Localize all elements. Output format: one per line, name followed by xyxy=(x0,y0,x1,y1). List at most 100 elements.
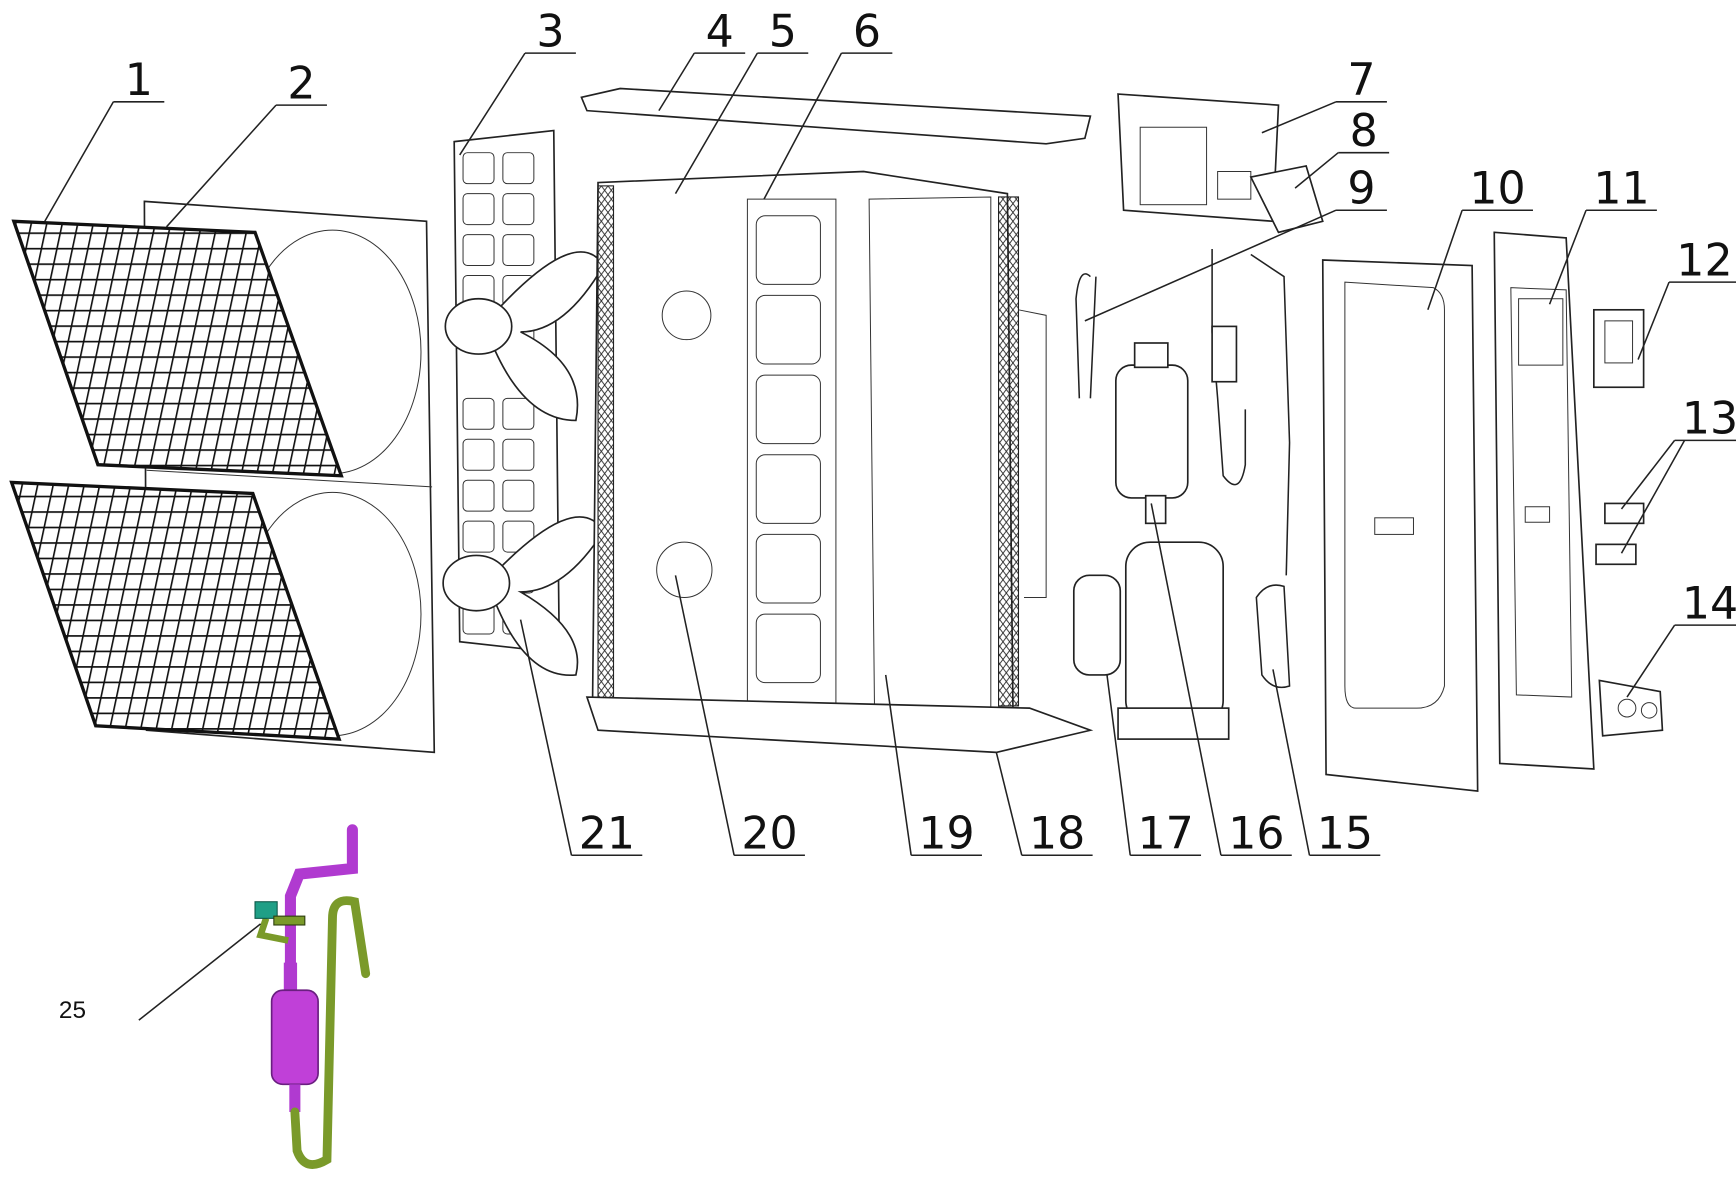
leader-line xyxy=(1084,209,1337,322)
leader-line xyxy=(1626,624,1676,698)
handle-cover xyxy=(1592,308,1645,389)
callout-number: 11 xyxy=(1593,164,1649,215)
callout-number: 6 xyxy=(853,6,881,57)
four-way-valve-pipe-assembly xyxy=(254,824,371,1169)
axial-fan-lower xyxy=(442,516,605,676)
callout-1: 1 xyxy=(44,55,165,222)
callout-14: 14 xyxy=(1626,579,1736,698)
stop-valves xyxy=(1598,679,1664,737)
frame-opening xyxy=(755,215,821,285)
top-cover xyxy=(580,87,1092,145)
callout-8: 8 xyxy=(1294,106,1390,189)
partition-cell xyxy=(502,152,535,185)
callout-number: 2 xyxy=(287,58,315,109)
leader-line xyxy=(1620,439,1676,510)
small-handles xyxy=(1595,502,1645,566)
callout-number: 18 xyxy=(1029,809,1085,860)
callout-number: 8 xyxy=(1350,106,1378,157)
callout-number: 15 xyxy=(1317,809,1373,860)
compressor xyxy=(1117,541,1230,740)
leader-line xyxy=(44,101,115,222)
frame-opening xyxy=(755,374,821,445)
callout-number: 7 xyxy=(1347,55,1375,106)
leader-line xyxy=(1272,669,1311,856)
partition-cell xyxy=(462,479,495,512)
leader-line xyxy=(1637,281,1670,360)
callout-21: 21 xyxy=(519,619,643,860)
electric-control-box xyxy=(1117,93,1324,234)
liquid-receiver xyxy=(1072,574,1122,676)
partition-cell xyxy=(462,438,495,471)
rear-side-panel xyxy=(1493,231,1595,770)
partition-cell xyxy=(502,438,535,471)
cabinet-frame xyxy=(585,170,1094,754)
leader-line xyxy=(165,104,277,228)
callout-25: 25 xyxy=(59,923,262,1024)
partition-cell xyxy=(462,193,495,226)
callout-7: 7 xyxy=(1261,55,1387,134)
partition-cell xyxy=(502,397,535,430)
callout-number: 20 xyxy=(741,809,797,860)
callout-13: 13 xyxy=(1620,394,1736,510)
pipe-assembly xyxy=(1075,248,1291,689)
callout-4: 4 xyxy=(658,6,746,112)
callout-number: 19 xyxy=(918,809,974,860)
partition-cell xyxy=(502,193,535,226)
callout-number: 12 xyxy=(1676,236,1732,287)
frame-opening xyxy=(755,613,821,684)
partition-cell xyxy=(462,234,495,267)
callout-number: 4 xyxy=(706,6,734,57)
partition-cell xyxy=(462,520,495,553)
leader-line xyxy=(1261,101,1337,134)
callout-number: 14 xyxy=(1682,579,1736,630)
callout-number: 16 xyxy=(1228,809,1284,860)
callout-number: 9 xyxy=(1347,164,1375,215)
callout-number: 17 xyxy=(1137,809,1193,860)
callout-number: 25 xyxy=(59,997,86,1024)
right-side-panel xyxy=(1321,259,1479,793)
leader-line xyxy=(1620,439,1686,554)
leader-line xyxy=(674,52,759,195)
front-grille-lower xyxy=(9,480,342,741)
callout-number: 21 xyxy=(579,809,635,860)
accumulator xyxy=(1115,342,1189,525)
callout-19: 19 xyxy=(884,674,982,860)
callout-3: 3 xyxy=(459,6,576,156)
callout-2: 2 xyxy=(165,58,327,228)
callout-number: 13 xyxy=(1682,394,1736,445)
callout-15: 15 xyxy=(1272,669,1381,860)
frame-opening xyxy=(755,454,821,524)
callout-12: 12 xyxy=(1637,236,1736,360)
leader-line xyxy=(1294,152,1339,189)
callout-11: 11 xyxy=(1548,164,1657,305)
callout-number: 5 xyxy=(769,6,797,57)
leader-line xyxy=(1548,209,1587,305)
leader-line xyxy=(658,52,695,112)
partition-cell xyxy=(502,479,535,512)
partition-cell xyxy=(502,234,535,267)
leader-line xyxy=(674,575,735,856)
frame-opening xyxy=(755,294,821,365)
leader-line xyxy=(1150,503,1222,856)
partition-cell xyxy=(462,152,495,185)
frame-opening xyxy=(755,533,821,604)
leader-line xyxy=(138,923,262,1021)
callout-6: 6 xyxy=(763,6,893,200)
callout-20: 20 xyxy=(674,575,805,860)
leader-line xyxy=(519,619,573,856)
leader-line xyxy=(884,674,912,856)
callout-18: 18 xyxy=(995,752,1093,860)
leader-line xyxy=(763,52,843,200)
callout-5: 5 xyxy=(674,6,809,195)
callout-number: 10 xyxy=(1469,164,1525,215)
partition-cell xyxy=(462,397,495,430)
leader-line xyxy=(995,752,1023,856)
axial-fan-upper xyxy=(444,251,605,422)
front-grille-upper xyxy=(11,219,344,478)
leader-line xyxy=(459,52,526,156)
callout-17: 17 xyxy=(1106,674,1202,860)
callout-number: 3 xyxy=(536,6,564,57)
callout-9: 9 xyxy=(1084,164,1387,322)
